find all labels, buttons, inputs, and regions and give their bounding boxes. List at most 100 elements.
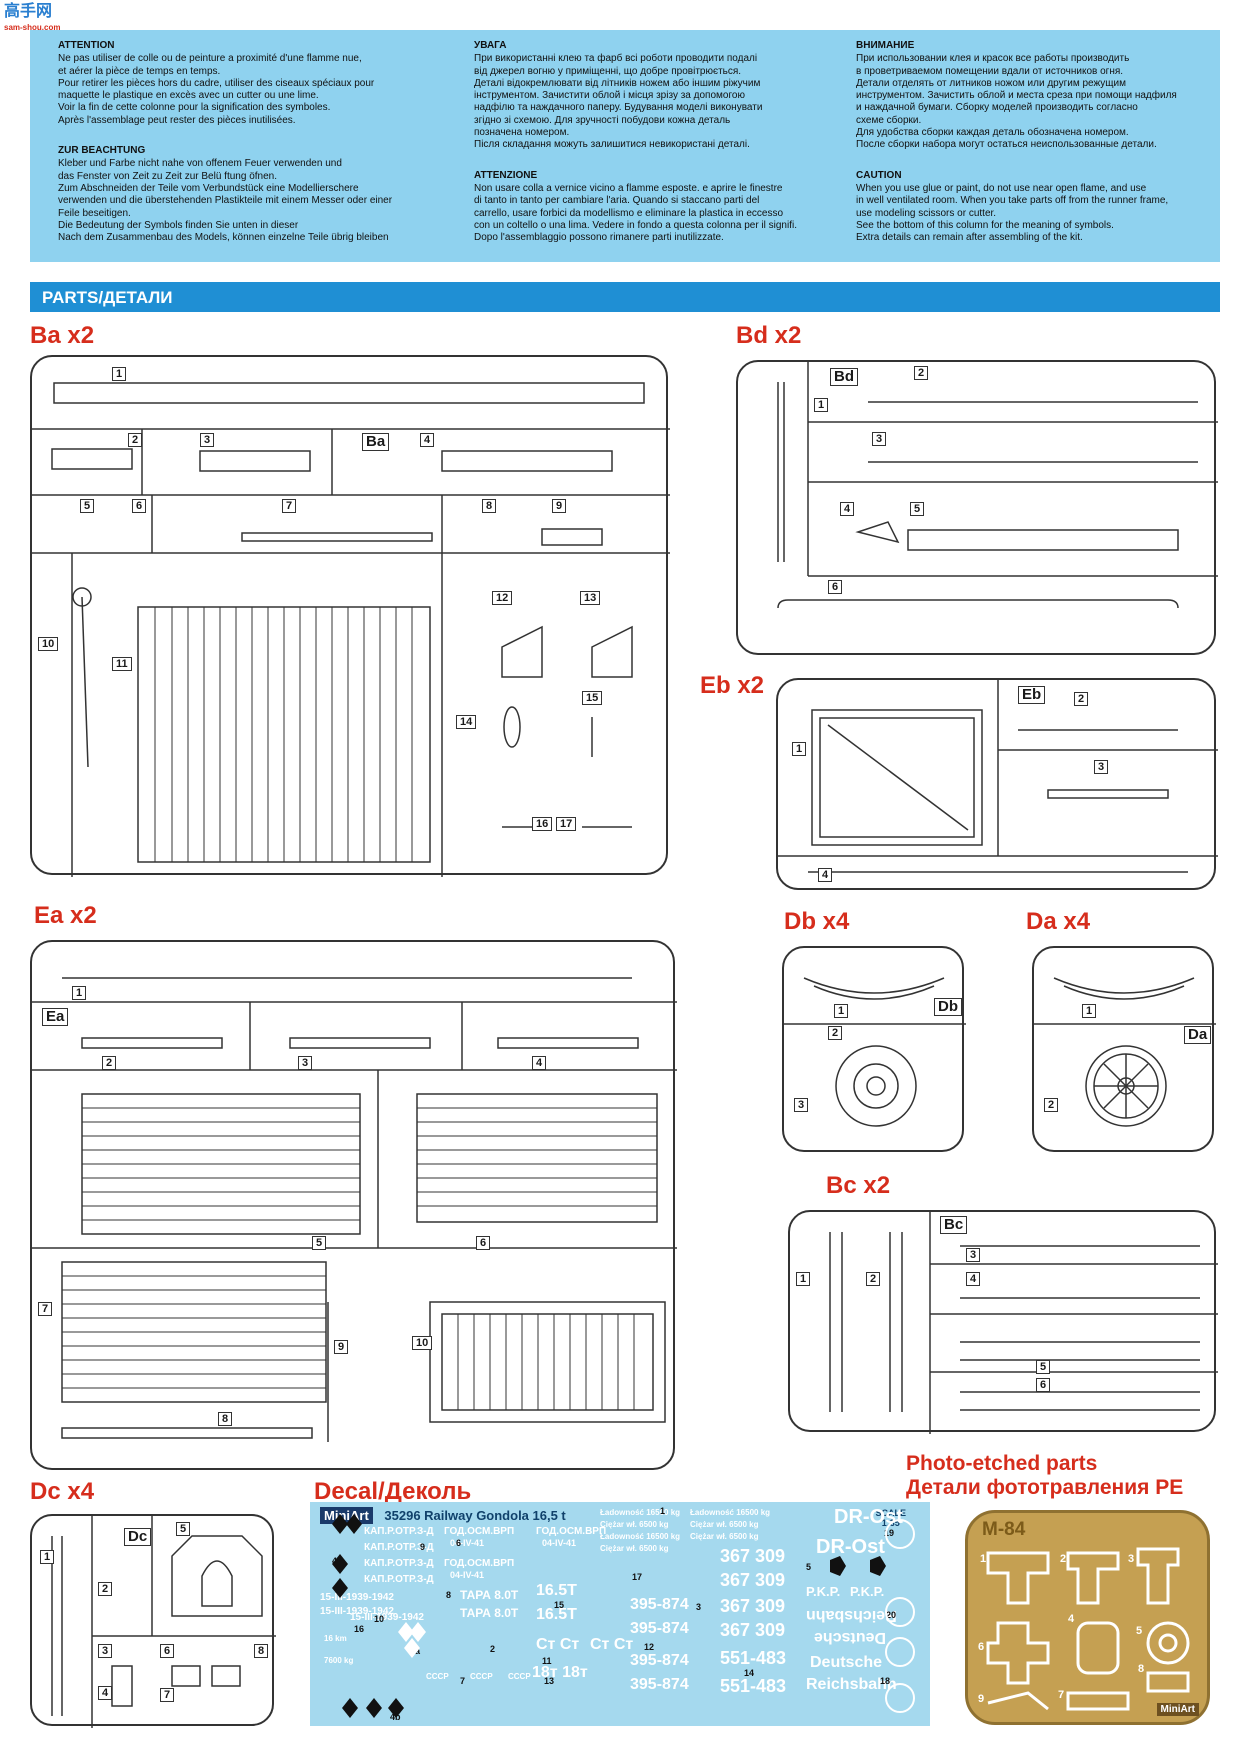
- part-number: 5: [1036, 1360, 1051, 1374]
- decal-text: 551-483: [720, 1648, 787, 1668]
- decal-text: DR-Ost: [834, 1506, 903, 1528]
- section-label-da: Da x4: [1026, 908, 1091, 935]
- section-label-dc: Dc x4: [30, 1478, 95, 1505]
- decal-text: Reichsbahn: [806, 1676, 897, 1693]
- notes-line: Pour retirer les pièces hors du cadre, u…: [58, 77, 375, 89]
- decal-number: 9: [420, 1542, 426, 1552]
- watermark-url: sam-shou.com: [4, 23, 61, 32]
- section-label-decal: Decal/Деколь: [314, 1478, 472, 1505]
- parts-title: PARTS/ДЕТАЛИ: [42, 288, 173, 307]
- part-number: 2: [914, 366, 929, 380]
- notes-line: и наждачной бумаги. Сборку моделей произ…: [856, 102, 1138, 114]
- part-number: 1: [72, 986, 87, 1000]
- part-number: 12: [492, 591, 513, 605]
- part-number: 1: [792, 742, 807, 756]
- decal-text: Ładowność 16500 kg: [600, 1508, 681, 1517]
- section-label-db: Db x4: [784, 908, 850, 935]
- notes-ru: ВНИМАНИЕ При использовании клея и красок…: [856, 40, 1216, 152]
- decal-number: 15: [554, 1600, 565, 1610]
- sprue-letter-db: Db: [934, 998, 962, 1016]
- notes-line: carrello, usare forbici da modellismo e …: [474, 207, 784, 219]
- notes-line: Детали отделять от литников ножом или др…: [856, 77, 1126, 89]
- section-label-bc: Bc x2: [826, 1172, 891, 1199]
- sprue-bc-drawing: [790, 1212, 1218, 1434]
- decal-number: 20: [886, 1610, 897, 1620]
- decal-text: Ciężar wł. 6500 kg: [690, 1520, 759, 1529]
- decal-text: ТАРА 8.0Т: [460, 1588, 519, 1602]
- pe-number: 9: [978, 1693, 985, 1705]
- decal-title: 35296 Railway Gondola 16,5 t: [384, 1508, 566, 1523]
- part-number: 6: [1036, 1378, 1051, 1392]
- decal-text: Ciężar wł. 6500 kg: [690, 1532, 759, 1541]
- decal-number: 14: [744, 1668, 755, 1678]
- notes-line: После сборки набора могут остаться неисп…: [856, 139, 1157, 151]
- notes-column-3: ВНИМАНИЕ При использовании клея и красок…: [856, 40, 1216, 254]
- sprue-dc-drawing: [32, 1516, 276, 1728]
- part-number: 4: [420, 433, 435, 447]
- pe-number: 1: [980, 1553, 987, 1565]
- decal-number: 6: [456, 1538, 462, 1548]
- decal-text: 04-IV-41: [450, 1570, 485, 1580]
- part-number: 1: [1082, 1004, 1097, 1018]
- section-label-ba: Ba x2: [30, 322, 95, 349]
- part-number: 8: [218, 1412, 233, 1426]
- part-number: 4: [98, 1686, 113, 1700]
- decal-number: 7: [460, 1676, 466, 1686]
- decal-text: 395-874: [630, 1676, 689, 1693]
- part-number: 8: [254, 1644, 269, 1658]
- part-number: 16: [532, 817, 553, 831]
- watermark-logo: 高手网 sam-shou.com: [4, 4, 60, 36]
- notes-line: con un coltello o una lima. Vedere in fo…: [474, 219, 797, 231]
- sprue-letter-eb: Eb: [1018, 686, 1046, 704]
- decal-text: P.K.P.: [806, 1584, 841, 1599]
- part-number: 10: [412, 1336, 433, 1350]
- safety-notes-panel: ATTENTION Ne pas utiliser de colle ou de…: [30, 30, 1220, 262]
- notes-line: di tanto in tanto per cambiare l'aria. Q…: [474, 195, 760, 207]
- decal-text: ГОД.ОСМ.ВРП: [536, 1526, 607, 1537]
- part-number: 2: [1044, 1098, 1059, 1112]
- decal-number: 13: [544, 1676, 555, 1686]
- decal-text: Deutsche: [810, 1654, 883, 1671]
- notes-column-2: УВАГА При використанні клею та фарб всі …: [474, 40, 834, 254]
- notes-fr: ATTENTION Ne pas utiliser de colle ou de…: [58, 40, 418, 127]
- decal-number: 10: [374, 1614, 385, 1624]
- notes-ua-title: УВАГА: [474, 40, 507, 51]
- decal-text: P.K.P.: [850, 1584, 885, 1599]
- decal-number: 8: [446, 1590, 452, 1600]
- part-number: 3: [298, 1056, 313, 1070]
- decal-text: ГОД.ОСМ.ВРП: [444, 1558, 515, 1569]
- part-number: 6: [476, 1236, 491, 1250]
- decal-sheet: MiniArt 35296 Railway Gondola 16,5 t SCA…: [310, 1502, 930, 1726]
- decal-text: 15-III-1939-1942: [350, 1612, 424, 1623]
- part-number: 4: [840, 502, 855, 516]
- sprue-ea: 1 Ea 2 3 4 5 6 7 8 9 10: [30, 940, 675, 1470]
- decal-text: 551-483: [720, 1676, 787, 1696]
- decal-text: Ст Ст: [536, 1636, 580, 1653]
- sprue-ba: 1 2 3 Ba 4 5 6 7 8 9 10 11 12 13 14 15 1…: [30, 355, 668, 875]
- decal-text: Ст Ст: [590, 1636, 634, 1653]
- decal-text: 04-IV-41: [542, 1538, 577, 1548]
- part-number: 3: [98, 1644, 113, 1658]
- notes-line: Après l'assemblage peut rester des pièce…: [58, 114, 296, 126]
- decal-number: 18: [880, 1676, 891, 1686]
- part-number: 5: [80, 499, 95, 513]
- notes-line: When you use glue or paint, do not use n…: [856, 182, 1147, 194]
- part-number: 5: [910, 502, 925, 516]
- notes-line: use modeling scissors or cutter.: [856, 207, 997, 219]
- part-number: 10: [38, 637, 59, 651]
- part-number: 1: [814, 398, 829, 412]
- notes-line: Zum Abschneiden der Teile vom Verbundstü…: [58, 182, 359, 194]
- part-number: 3: [966, 1248, 981, 1262]
- decal-number: 12: [644, 1642, 655, 1652]
- sprue-letter-da: Da: [1184, 1026, 1212, 1044]
- part-number: 2: [102, 1056, 117, 1070]
- part-number: 15: [582, 691, 603, 705]
- decal-text: 18т 18т: [532, 1664, 588, 1681]
- part-number: 9: [334, 1340, 349, 1354]
- pe-parts-drawing: [968, 1513, 1208, 1723]
- sprue-db: 1 Db 2 3: [782, 946, 964, 1152]
- sprue-bd: Bd 1 2 3 4 5 6: [736, 360, 1216, 655]
- decal-text: 15-III-1939-1942: [320, 1606, 394, 1617]
- sprue-letter-bd: Bd: [830, 368, 858, 386]
- part-number: 2: [828, 1026, 843, 1040]
